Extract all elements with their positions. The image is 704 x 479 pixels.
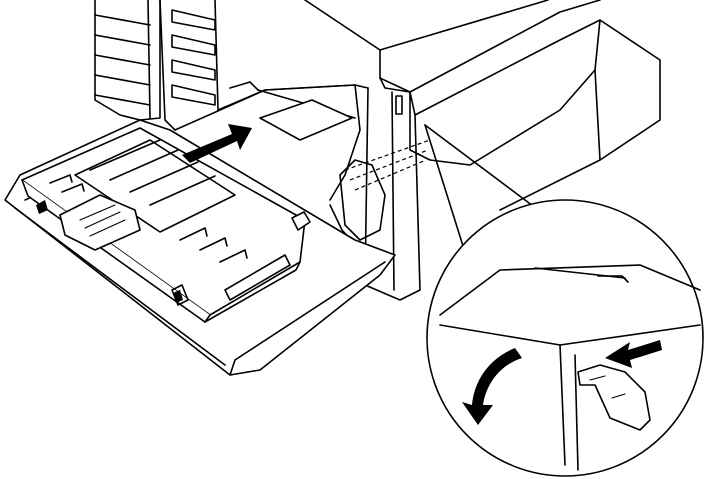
side-panel bbox=[94, 0, 369, 131]
printer-body bbox=[304, 0, 661, 301]
interior-cavity bbox=[174, 81, 431, 251]
arrow-left-icon bbox=[605, 340, 662, 368]
detail-circle bbox=[426, 199, 704, 477]
arrow-right-up-icon bbox=[182, 124, 252, 163]
cartridge bbox=[21, 127, 311, 323]
curved-down-arrow-icon bbox=[462, 348, 522, 425]
